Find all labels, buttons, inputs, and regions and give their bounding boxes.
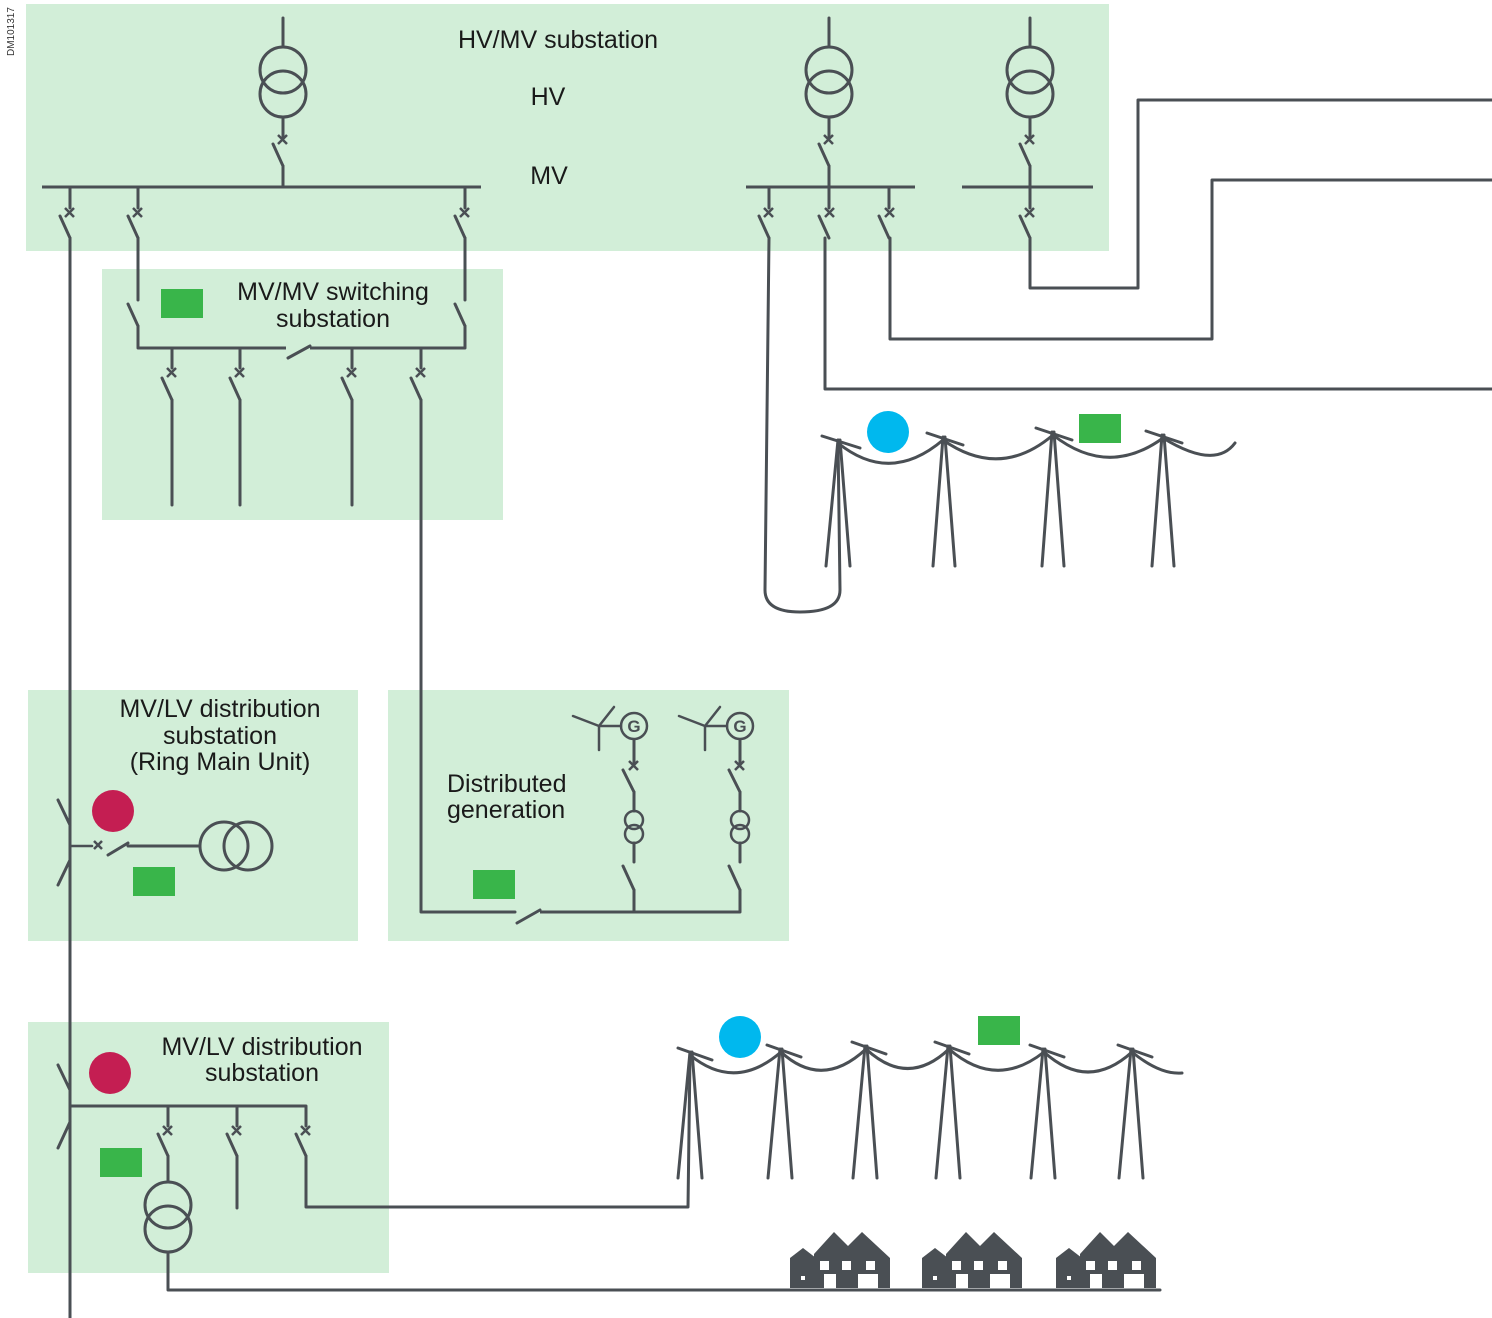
pylon — [1028, 1043, 1066, 1180]
generator-1-label: G — [627, 717, 640, 736]
zone-rmu — [28, 690, 358, 941]
house-cluster — [922, 1232, 1022, 1288]
overhead-line-upper — [820, 426, 1237, 568]
label-mv-mv-switching-1: MV/MV switching — [237, 278, 429, 306]
green-device-marker — [100, 1148, 142, 1177]
overhead-line-lower — [676, 1040, 1184, 1180]
hv-mv-substation-schematic — [42, 16, 1492, 1318]
doc-ref: DM101317 — [6, 7, 17, 56]
red-device-marker — [89, 1052, 131, 1094]
label-mv-mv-switching-2: substation — [276, 305, 390, 333]
blue-device-marker — [719, 1016, 761, 1058]
label-rmu-2: substation — [163, 722, 277, 750]
pylon — [820, 434, 862, 568]
label-distributed-gen-2: generation — [447, 796, 565, 824]
label-hv-mv-substation: HV/MV substation — [458, 26, 658, 54]
pylon — [925, 431, 965, 568]
green-device-marker — [161, 289, 203, 318]
pylon — [676, 1046, 714, 1180]
generator-2-label: G — [733, 717, 746, 736]
pylon — [765, 1043, 803, 1180]
houses-group — [790, 1232, 1156, 1288]
label-rmu-1: MV/LV distribution — [119, 695, 320, 723]
label-distributed-gen-1: Distributed — [447, 770, 567, 798]
house-cluster — [1056, 1232, 1156, 1288]
green-device-marker — [978, 1016, 1020, 1045]
device-markers — [89, 289, 1121, 1177]
green-device-marker — [1079, 414, 1121, 443]
distributed-generation-schematic: G G — [515, 705, 755, 925]
zone-hv-mv-substation — [26, 4, 1109, 251]
red-device-marker — [92, 790, 134, 832]
label-mvlv-1: MV/LV distribution — [161, 1033, 362, 1061]
green-device-marker — [473, 870, 515, 899]
zone-distributed-generation — [388, 690, 789, 941]
blue-device-marker — [867, 411, 909, 453]
zone-mvlv-substation — [28, 1022, 389, 1273]
label-hv: HV — [531, 83, 566, 111]
pylon — [1144, 429, 1184, 568]
mv-mv-switching-schematic — [126, 302, 517, 914]
pylon — [933, 1040, 971, 1180]
label-rmu-3: (Ring Main Unit) — [130, 748, 311, 776]
label-mv: MV — [530, 162, 568, 190]
rmu-schematic — [56, 798, 274, 887]
pylon — [850, 1040, 888, 1180]
label-mvlv-2: substation — [205, 1059, 319, 1087]
mvlv-substation-schematic — [56, 1053, 1162, 1292]
house-cluster — [790, 1232, 890, 1288]
green-device-marker — [133, 867, 175, 896]
pylon — [1116, 1043, 1154, 1180]
pylon — [1034, 426, 1074, 568]
